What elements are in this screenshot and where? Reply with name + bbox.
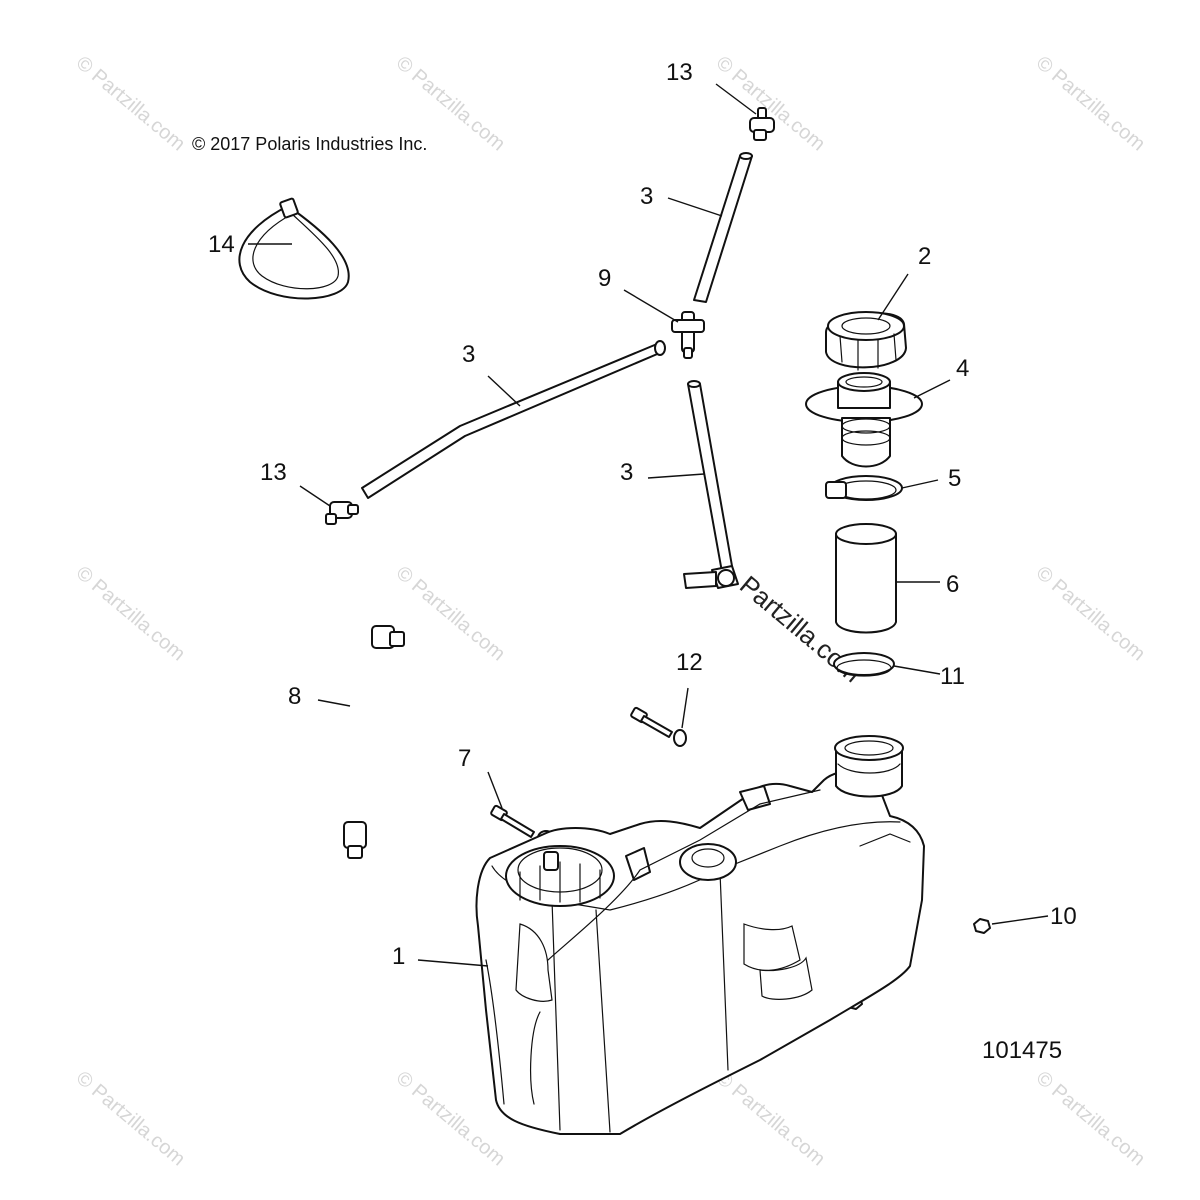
callout-3-hose-top: 3 <box>640 183 653 210</box>
hose-clamp-part <box>825 475 903 501</box>
bolt-right-part <box>630 706 687 747</box>
watermark: © Partzilla.com <box>1032 1067 1149 1170</box>
leader-lines <box>248 83 1049 967</box>
callout-13-valve-top: 13 <box>666 59 693 86</box>
callout-labels: 13 3 14 9 2 3 4 13 3 5 6 8 11 12 7 10 1 <box>208 59 1077 970</box>
filler-neck-part <box>805 372 923 468</box>
vent-valve-top-part <box>749 107 775 141</box>
callout-12-bolt-right: 12 <box>676 649 703 676</box>
callout-9-tee: 9 <box>598 265 611 292</box>
callout-4-filler-neck: 4 <box>956 355 969 382</box>
fuel-line-part <box>337 625 405 859</box>
callout-5-clamp: 5 <box>948 465 961 492</box>
callout-2-cap: 2 <box>918 243 931 270</box>
callout-14-tie: 14 <box>208 231 235 258</box>
watermark: © Partzilla.com <box>72 52 189 155</box>
callout-7-bolt-left: 7 <box>458 745 471 772</box>
watermark: © Partzilla.com <box>72 562 189 665</box>
vent-hose-upper-part <box>693 152 753 303</box>
figure-id: 101475 <box>982 1037 1062 1064</box>
band-clamp-part <box>833 652 895 677</box>
vent-hose-long-part <box>361 340 666 499</box>
callout-11-band: 11 <box>940 663 965 690</box>
callout-10-nut: 10 <box>1050 903 1077 930</box>
callout-3-hose-long: 3 <box>462 341 475 368</box>
callout-1-tank: 1 <box>392 943 405 970</box>
cable-tie-part <box>238 197 350 300</box>
watermark: © Partzilla.com <box>1032 562 1149 665</box>
vent-valve-left-part <box>325 501 359 525</box>
watermark: © Partzilla.com <box>712 52 829 155</box>
fuel-tank-part <box>475 735 925 1135</box>
watermark: © Partzilla.com <box>392 1067 509 1170</box>
watermark: © Partzilla.com <box>392 562 509 665</box>
callout-13-valve-left: 13 <box>260 459 287 486</box>
watermark: © Partzilla.com <box>72 1067 189 1170</box>
vent-hose-lower-part <box>683 380 739 589</box>
callout-8-fuel-line: 8 <box>288 683 301 710</box>
callout-3-hose-lower: 3 <box>620 459 633 486</box>
callout-6-fill-hose: 6 <box>946 571 959 598</box>
watermark: © Partzilla.com <box>1032 52 1149 155</box>
tee-fitting-part <box>671 311 705 359</box>
fill-hose-part <box>835 523 897 634</box>
copyright-text: © 2017 Polaris Industries Inc. <box>192 134 427 154</box>
fuel-cap-part <box>825 311 907 371</box>
watermark: © Partzilla.com <box>712 1067 829 1170</box>
